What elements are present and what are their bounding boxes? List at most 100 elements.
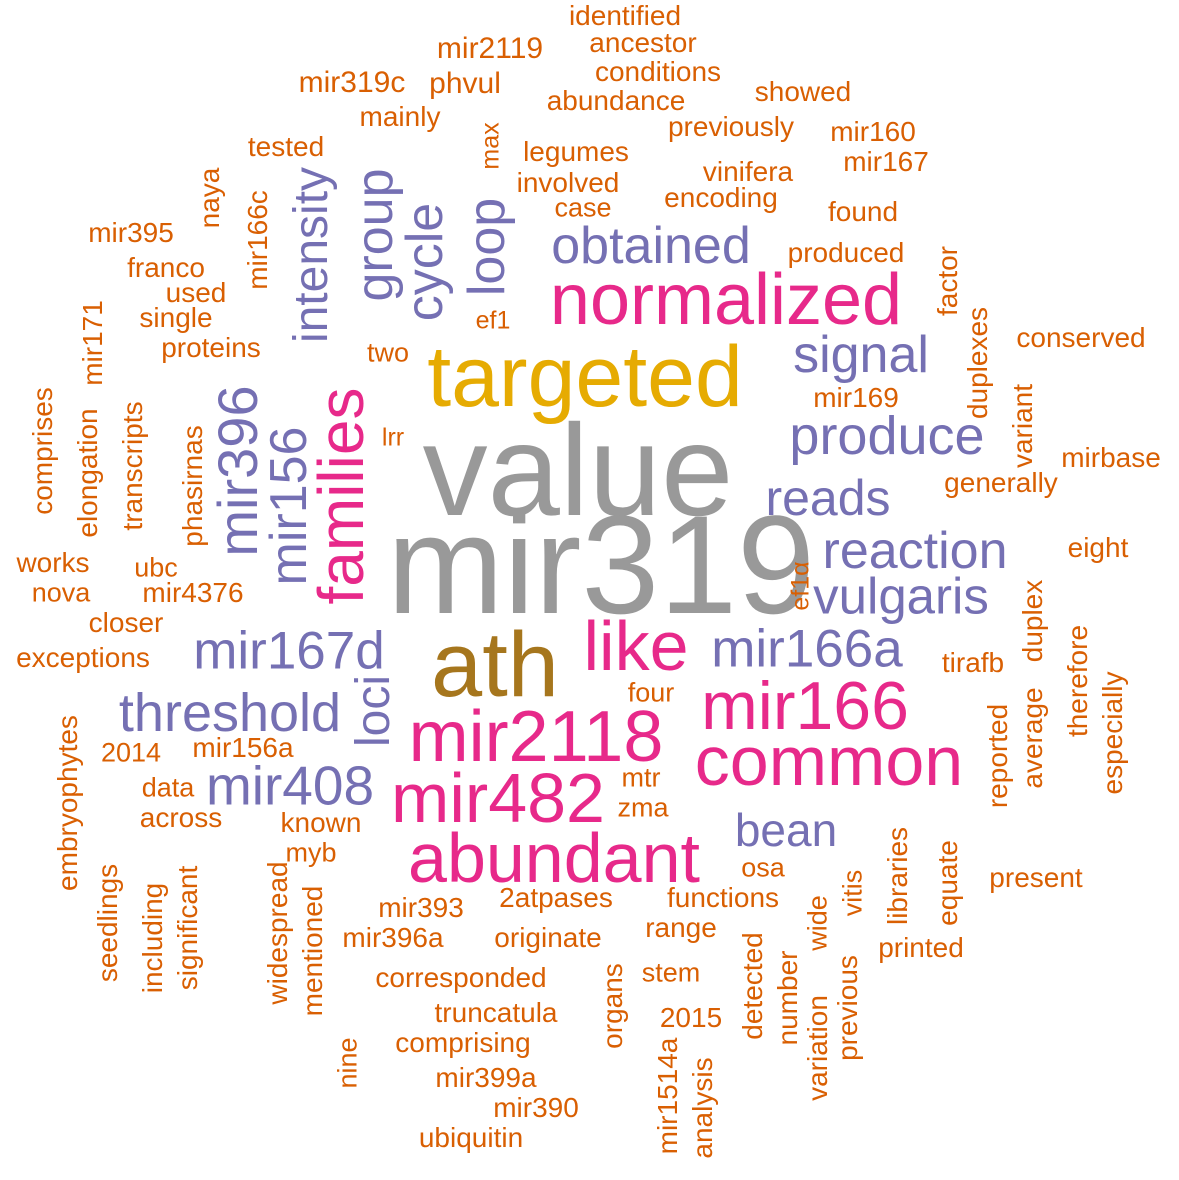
cloud-word-mir1514a: mir1514a — [652, 1037, 683, 1155]
cloud-word-printed: printed — [878, 932, 964, 963]
cloud-word-ubiquitin: ubiquitin — [418, 1122, 524, 1153]
cloud-word-max: max — [476, 122, 505, 170]
cloud-word-phasirnas: phasirnas — [177, 425, 208, 547]
cloud-word-mtr: mtr — [621, 762, 661, 793]
cloud-word-mir396: mir396 — [206, 385, 269, 557]
cloud-word-produce: produce — [789, 406, 985, 466]
cloud-word-ath: ath — [431, 614, 559, 716]
cloud-word-like: like — [583, 607, 689, 685]
cloud-word-elongation: elongation — [72, 408, 103, 538]
cloud-word-equate: equate — [932, 840, 963, 926]
cloud-word-average: average — [1017, 687, 1048, 789]
cloud-word-mir167: mir167 — [843, 146, 929, 177]
cloud-word-mir2119: mir2119 — [436, 32, 544, 65]
cloud-word-abundant: abundant — [408, 819, 700, 897]
cloud-word-widespread: widespread — [262, 861, 293, 1005]
cloud-word-duplex: duplex — [1017, 579, 1048, 663]
cloud-word-tirafb: tirafb — [941, 647, 1005, 678]
cloud-word-encoding: encoding — [664, 182, 778, 213]
cloud-word-nine: nine — [332, 1037, 363, 1089]
cloud-word-mirbase: mirbase — [1061, 442, 1161, 473]
cloud-word-abundance: abundance — [546, 85, 686, 116]
cloud-word-therefore: therefore — [1062, 624, 1093, 738]
cloud-word-zma: zma — [617, 792, 669, 823]
cloud-word-detected: detected — [737, 932, 768, 1040]
cloud-word-vitis: vitis — [837, 869, 868, 917]
cloud-word-vinifera: vinifera — [702, 156, 794, 187]
cloud-word-tested: tested — [247, 131, 325, 162]
cloud-word-vulgaris: vulgaris — [813, 567, 989, 625]
cloud-word-variant: variant — [1007, 383, 1038, 469]
cloud-word-2atpases: 2atpases — [499, 882, 613, 913]
cloud-word-number: number — [772, 950, 803, 1046]
cloud-word-including: including — [137, 882, 168, 994]
cloud-word-mir393: mir393 — [378, 892, 464, 923]
cloud-word-families: families — [305, 387, 377, 605]
cloud-word-variation: variation — [802, 995, 833, 1101]
cloud-word-seedlings: seedlings — [92, 863, 123, 983]
cloud-word-normalized: normalized — [549, 260, 903, 340]
cloud-word-reported: reported — [982, 703, 1013, 809]
cloud-word-showed: showed — [754, 76, 852, 107]
cloud-word-present: present — [989, 862, 1083, 893]
cloud-word-mir395: mir395 — [88, 217, 174, 248]
cloud-word-nova: nova — [31, 577, 91, 608]
cloud-word-mentioned: mentioned — [297, 885, 328, 1017]
cloud-word-mainly: mainly — [359, 101, 441, 132]
cloud-word-conditions: conditions — [594, 56, 722, 87]
cloud-word-signal: signal — [793, 326, 929, 384]
cloud-word-mir166: mir166 — [701, 668, 909, 744]
cloud-word-mir319c: mir319c — [298, 66, 406, 99]
cloud-word-comprises: comprises — [27, 387, 58, 515]
cloud-word-mir166c: mir166c — [242, 190, 273, 290]
cloud-word-mir408: mir408 — [205, 754, 375, 817]
cloud-word-conserved: conserved — [1016, 322, 1146, 353]
cloud-word-produced: produced — [787, 237, 905, 268]
cloud-word-exceptions: exceptions — [16, 642, 150, 673]
cloud-word-significant: significant — [172, 865, 203, 991]
cloud-word-used: used — [165, 277, 227, 308]
cloud-word-reads: reads — [765, 470, 891, 526]
cloud-word-eight: eight — [1067, 532, 1129, 563]
cloud-word-mir166a: mir166a — [711, 619, 903, 679]
cloud-word-mir390: mir390 — [493, 1092, 579, 1123]
cloud-word-closer: closer — [88, 607, 164, 638]
cloud-word-mir2118: mir2118 — [408, 697, 664, 777]
cloud-word-data: data — [141, 772, 195, 803]
cloud-word-stem: stem — [641, 957, 701, 988]
cloud-word-wide: wide — [802, 895, 833, 951]
cloud-word-mir156a: mir156a — [192, 732, 294, 763]
cloud-word-identified: identified — [568, 0, 682, 31]
cloud-word-two: two — [366, 337, 410, 368]
cloud-word-osa: osa — [741, 852, 785, 883]
cloud-word-cycle: cycle — [396, 202, 454, 322]
cloud-word-mir169: mir169 — [813, 382, 899, 413]
cloud-word-mir4376: mir4376 — [142, 577, 244, 608]
cloud-word-common: common — [694, 722, 964, 800]
cloud-word-ancestor: ancestor — [589, 27, 697, 58]
cloud-word-transcripts: transcripts — [117, 401, 148, 531]
cloud-word-franco: franco — [127, 252, 205, 283]
cloud-word-previous: previous — [832, 955, 863, 1061]
cloud-word-analysis: analysis — [687, 1057, 718, 1159]
cloud-word-mir167d: mir167d — [193, 621, 385, 681]
cloud-word-myb: myb — [285, 837, 337, 868]
cloud-word-mir399a: mir399a — [435, 1062, 537, 1093]
cloud-word-embryophytes: embryophytes — [52, 715, 83, 891]
cloud-word-legumes: legumes — [523, 136, 629, 167]
cloud-word-known: known — [280, 807, 362, 838]
cloud-word-mir319: mir319 — [387, 486, 815, 643]
cloud-word-generally: generally — [944, 467, 1058, 498]
cloud-word-mir171: mir171 — [77, 300, 108, 386]
cloud-word-2014: 2014 — [100, 737, 162, 768]
cloud-word-mir160: mir160 — [830, 116, 916, 147]
cloud-word-range: range — [645, 912, 717, 943]
cloud-word-truncatula: truncatula — [434, 997, 558, 1028]
cloud-word-intensity: intensity — [285, 166, 338, 344]
cloud-word-phvul: phvul — [429, 67, 501, 100]
cloud-word-duplexes: duplexes — [962, 306, 993, 420]
cloud-word-across: across — [139, 802, 223, 833]
cloud-word-ef1: ef1 — [475, 306, 511, 335]
cloud-word-value: value — [422, 397, 734, 543]
cloud-word-group: group — [346, 168, 404, 302]
